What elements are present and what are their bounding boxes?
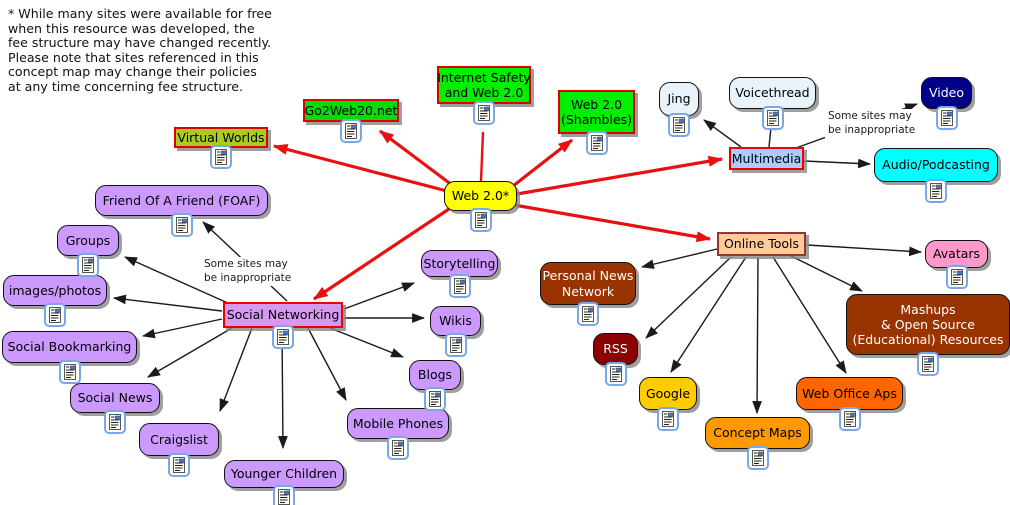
- resource-icon-storytelling[interactable]: [448, 274, 471, 298]
- node-video[interactable]: Video: [921, 77, 972, 109]
- resource-icon-younger-children[interactable]: [273, 485, 295, 505]
- edge-online-tools-to-web-office-aps: [772, 256, 847, 374]
- node-mobile-phones[interactable]: Mobile Phones: [347, 408, 449, 439]
- resource-icon-web-office-aps[interactable]: [838, 407, 861, 431]
- node-younger-children[interactable]: Younger Children: [224, 460, 344, 488]
- node-storytelling[interactable]: Storytelling: [421, 250, 498, 277]
- edge-online-tools-to-personal-news-network: [640, 248, 718, 269]
- edge-online-tools-to-mashups-open-source: [788, 254, 863, 292]
- edge-web20-to-virtual-worlds: [272, 144, 448, 193]
- resource-icon-mobile-phones[interactable]: [387, 436, 409, 460]
- edge-web20-to-multimedia: [516, 155, 724, 196]
- node-web-office-aps[interactable]: Web Office Aps: [796, 377, 903, 410]
- resource-icon-jing[interactable]: [668, 113, 690, 137]
- edge-web20-to-social-networking: [312, 207, 450, 301]
- resource-icon-web20-shambles[interactable]: [585, 131, 608, 155]
- resource-icon-social-news[interactable]: [104, 410, 126, 434]
- edge-social-networking-to-social-bookmarking: [141, 318, 223, 339]
- node-mashups-open-source[interactable]: Mashups & Open Source (Educational) Reso…: [846, 294, 1010, 355]
- edge-multimedia-to-audio-podcasting: [803, 158, 872, 169]
- resource-icon-craigslist[interactable]: [168, 453, 190, 477]
- resource-icon-social-networking[interactable]: [272, 325, 294, 349]
- resource-icon-audio-podcasting[interactable]: [925, 179, 947, 203]
- node-personal-news-network[interactable]: Personal News Network: [540, 262, 636, 305]
- resource-icon-internet-safety[interactable]: [473, 101, 495, 125]
- edge-social-networking-to-social-news: [147, 327, 233, 378]
- node-wikis[interactable]: Wikis: [430, 306, 481, 336]
- node-social-news[interactable]: Social News: [70, 383, 160, 413]
- node-web20[interactable]: Web 2.0*: [444, 181, 517, 211]
- resource-icon-google[interactable]: [657, 407, 679, 431]
- resource-icon-mashups-open-source[interactable]: [917, 352, 939, 376]
- node-rss[interactable]: RSS: [593, 333, 638, 365]
- node-avatars[interactable]: Avatars: [925, 240, 988, 268]
- edge-web20-to-online-tools: [513, 203, 712, 243]
- node-images-photos[interactable]: images/photos: [3, 275, 107, 306]
- node-virtual-worlds[interactable]: Virtual Worlds: [174, 127, 268, 148]
- node-web20-shambles[interactable]: Web 2.0 (Shambles): [558, 90, 635, 134]
- edge-online-tools-to-google: [670, 256, 747, 373]
- node-voicethread[interactable]: Voicethread: [729, 77, 816, 109]
- edge-social-networking-to-blogs: [329, 327, 405, 358]
- node-craigslist[interactable]: Craigslist: [139, 423, 219, 456]
- edge-online-tools-to-concept-maps: [752, 256, 762, 415]
- disclaimer-note: * While many sites were available for fr…: [8, 6, 272, 94]
- node-social-bookmarking[interactable]: Social Bookmarking: [2, 331, 137, 363]
- resource-icon-rss[interactable]: [604, 362, 627, 386]
- resource-icon-voicethread[interactable]: [761, 106, 784, 130]
- node-audio-podcasting[interactable]: Audio/Podcasting: [874, 148, 998, 182]
- node-internet-safety[interactable]: Internet Safety and Web 2.0: [437, 66, 531, 104]
- node-concept-maps[interactable]: Concept Maps: [705, 417, 810, 449]
- resource-icon-avatars[interactable]: [945, 265, 968, 289]
- resource-icon-groups[interactable]: [77, 253, 99, 277]
- node-jing[interactable]: Jing: [659, 82, 699, 116]
- edge-online-tools-to-avatars: [806, 244, 923, 257]
- resource-icon-personal-news-network[interactable]: [577, 302, 599, 326]
- node-groups[interactable]: Groups: [57, 225, 119, 256]
- edge-multimedia-to-jing: [703, 119, 742, 148]
- edge-web20-to-go2web20-net: [379, 129, 453, 187]
- edge-web20-to-internet-safety: [479, 131, 485, 182]
- node-blogs[interactable]: Blogs: [409, 360, 461, 390]
- note-social-networking: Some sites may be inappropriate: [201, 257, 295, 287]
- edge-social-networking-to-craigslist: [219, 327, 253, 413]
- resource-icon-foaf[interactable]: [170, 213, 193, 237]
- edge-social-networking-to-mobile-phones: [307, 327, 347, 401]
- resource-icon-video[interactable]: [935, 106, 958, 130]
- resource-icon-web20[interactable]: [469, 208, 492, 232]
- resource-icon-social-bookmarking[interactable]: [58, 360, 81, 384]
- edge-social-networking-to-images-photos: [112, 294, 223, 312]
- resource-icon-concept-maps[interactable]: [746, 446, 769, 470]
- node-google[interactable]: Google: [639, 377, 697, 410]
- node-foaf[interactable]: Friend Of A Friend (FOAF): [95, 185, 268, 216]
- node-online-tools[interactable]: Online Tools: [717, 232, 806, 256]
- resource-icon-wikis[interactable]: [444, 333, 467, 357]
- edge-social-networking-to-storytelling: [343, 282, 416, 310]
- edge-web20-to-web20-shambles: [512, 138, 573, 188]
- resource-icon-virtual-worlds[interactable]: [210, 145, 232, 169]
- resource-icon-blogs[interactable]: [424, 387, 446, 411]
- edge-online-tools-to-rss: [645, 256, 732, 339]
- node-multimedia[interactable]: Multimedia: [729, 147, 804, 170]
- resource-icon-go2web20-net[interactable]: [340, 119, 362, 143]
- note-multimedia: Some sites may be inappropriate: [825, 109, 919, 139]
- resource-icon-images-photos[interactable]: [44, 303, 66, 327]
- edge-social-networking-to-groups: [124, 256, 231, 305]
